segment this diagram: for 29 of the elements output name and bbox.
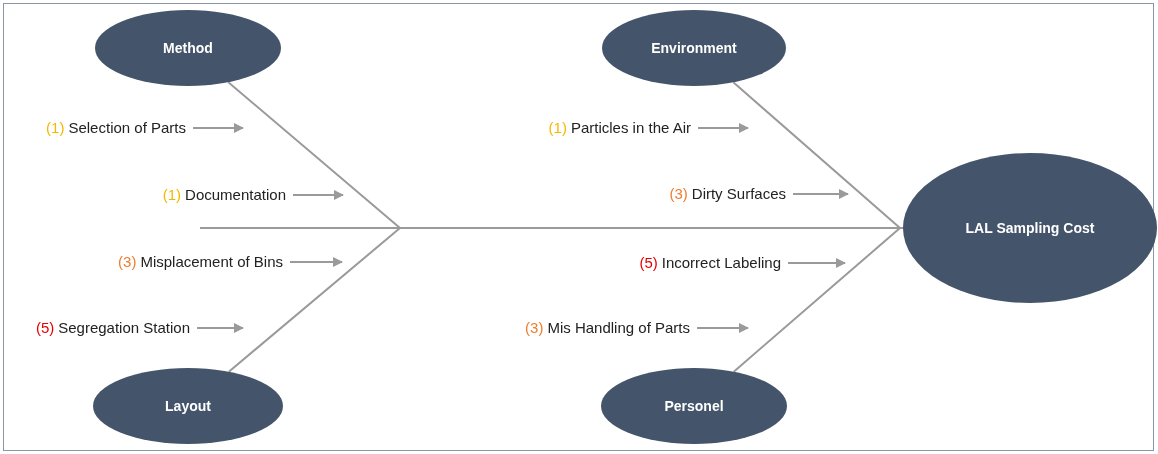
effect-ellipse: LAL Sampling Cost	[903, 153, 1157, 303]
cause-label: Segregation Station	[58, 319, 190, 336]
cause-label: Incorrect Labeling	[661, 254, 781, 271]
category-ellipse: Personel	[601, 368, 787, 444]
category-ellipse: Layout	[93, 368, 283, 444]
cause-label: Mis Handling of Parts	[547, 319, 690, 336]
priority-score: (3)	[525, 319, 544, 336]
cause-label: Particles in the Air	[570, 119, 691, 136]
priority-score: (1)	[46, 119, 65, 136]
priority-score: (1)	[548, 119, 567, 136]
cause-arrow	[192, 123, 244, 133]
cause-arrow	[792, 189, 849, 199]
cause-arrow	[787, 258, 846, 268]
cause-label: Documentation	[185, 186, 286, 203]
priority-score: (1)	[162, 186, 182, 203]
cause-label: Selection of Parts	[68, 119, 186, 136]
cause-label: Misplacement of Bins	[140, 253, 283, 270]
priority-score: (5)	[639, 254, 658, 271]
cause-arrow	[292, 190, 344, 200]
cause-arrow	[696, 323, 749, 333]
category-ellipse: Environment	[602, 10, 786, 86]
priority-score: (3)	[118, 253, 137, 270]
cause-arrow	[196, 323, 244, 333]
cause-arrow	[697, 123, 749, 133]
priority-score: (3)	[669, 185, 688, 202]
category-ellipse: Method	[95, 10, 281, 86]
cause-label: Dirty Surfaces	[691, 185, 786, 202]
cause-arrow	[289, 257, 343, 267]
priority-score: (5)	[35, 319, 55, 336]
